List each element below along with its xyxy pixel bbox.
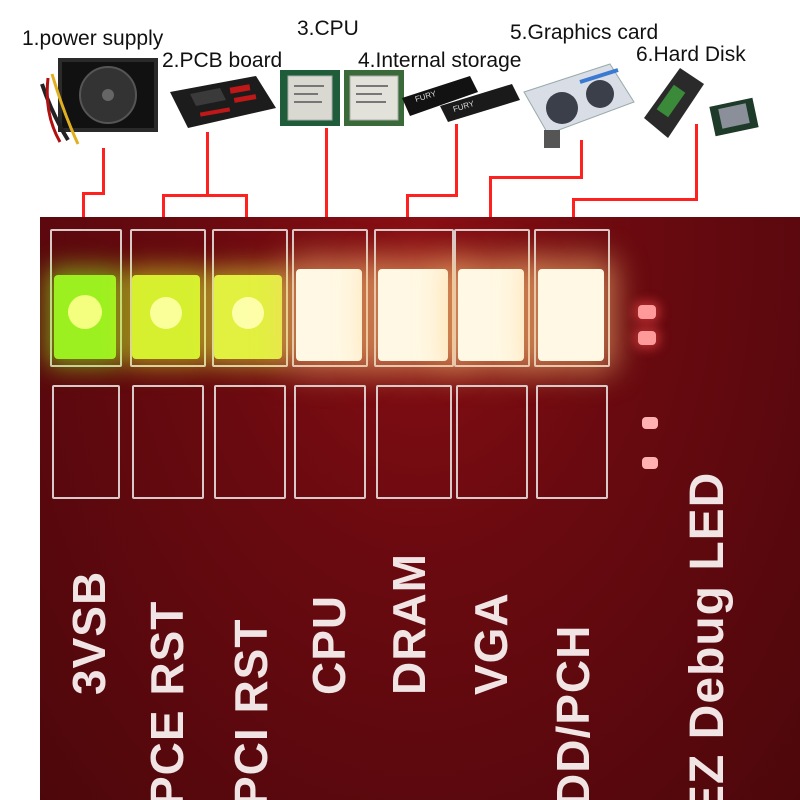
power-supply-icon	[40, 58, 158, 145]
silk-dd-pch: DD/PCH	[547, 624, 599, 800]
silk-pce-rst: PCE RST	[141, 600, 193, 800]
led-pci-rst	[214, 275, 282, 359]
led-outline-dram	[374, 229, 454, 367]
led-3vsb	[54, 275, 116, 359]
pad-dot-right-3	[642, 417, 658, 429]
led-outline-dd-pch	[534, 229, 610, 367]
wire-graphics-card	[580, 140, 583, 178]
led-outline-vga	[454, 229, 530, 367]
wire-cpu	[325, 128, 328, 270]
silk-vga: VGA	[465, 592, 517, 695]
wire-pcb-board	[206, 132, 209, 196]
label-pcb-board: 2.PCB board	[162, 49, 283, 72]
wire-hard-disk	[695, 124, 698, 200]
led-outline-pce-rst	[130, 229, 206, 367]
debug-led-board: 3VSB PCE RST PCI RST CPU DRAM VGA DD/PCH…	[40, 217, 800, 800]
label-power-supply: 1.power supply	[22, 27, 164, 50]
silk-pci-rst: PCI RST	[225, 618, 277, 800]
pad-dd-pch	[536, 385, 608, 499]
silk-ez-debug-led: EZ Debug LED	[681, 471, 734, 800]
pcb-board-icon	[170, 76, 276, 128]
pad-pci-rst	[214, 385, 286, 499]
led-outline-3vsb	[50, 229, 122, 367]
led-vga	[458, 269, 524, 361]
led-pce-rst	[132, 275, 200, 359]
led-dd-pch	[538, 269, 604, 361]
pad-dram	[376, 385, 452, 499]
pad-cpu	[294, 385, 366, 499]
pad-3vsb	[52, 385, 120, 499]
wire-power-supply	[102, 148, 105, 194]
silk-cpu: CPU	[303, 594, 355, 695]
wire-pcb-board-h	[162, 194, 248, 197]
silk-dram: DRAM	[383, 553, 435, 695]
pad-dot-right-4	[642, 457, 658, 469]
led-cpu	[296, 269, 362, 361]
hard-disk-icon	[644, 68, 759, 138]
wire-graphics-card-h	[489, 176, 583, 179]
wire-hard-disk-h	[572, 198, 698, 201]
pad-dot-right-2	[638, 331, 656, 345]
ram-icon: FURY FURY	[402, 76, 520, 122]
wire-internal-storage	[455, 124, 458, 196]
wire-power-supply-v2	[82, 192, 105, 195]
graphics-card-icon	[523, 63, 635, 148]
label-internal-storage: 4.Internal storage	[358, 49, 522, 72]
pad-pce-rst	[132, 385, 204, 499]
led-outline-cpu	[292, 229, 368, 367]
led-dram	[378, 269, 448, 361]
cpu-icon	[280, 70, 404, 126]
wire-internal-storage-h	[406, 194, 458, 197]
pad-vga	[456, 385, 528, 499]
label-cpu: 3.CPU	[297, 17, 359, 40]
silk-3vsb: 3VSB	[63, 570, 115, 695]
pad-dot-right-1	[638, 305, 656, 319]
label-hard-disk: 6.Hard Disk	[636, 43, 746, 66]
led-outline-pci-rst	[212, 229, 288, 367]
label-graphics-card: 5.Graphics card	[510, 21, 659, 44]
